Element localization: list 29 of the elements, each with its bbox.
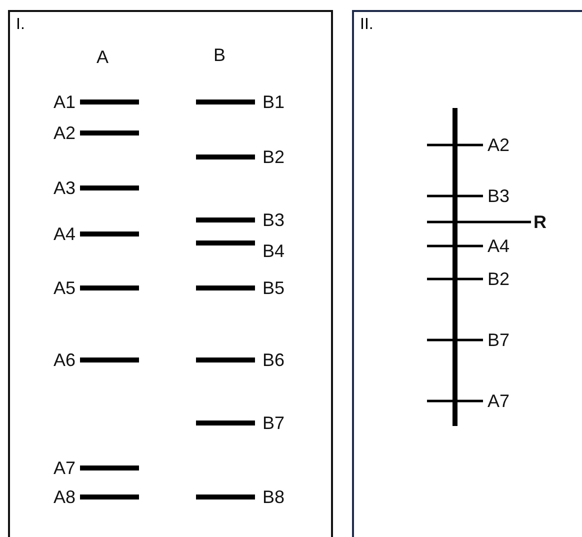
band-label: B4 (262, 240, 285, 260)
band-label: B8 (262, 486, 285, 506)
panel-frame (352, 10, 582, 537)
band-label: B2 (488, 268, 510, 288)
band-label: A1 (54, 92, 76, 112)
band-label: A4 (54, 224, 76, 244)
band-label: B2 (262, 146, 285, 166)
band-label: A8 (54, 486, 76, 506)
band-label: R (534, 212, 546, 232)
band-label: A6 (54, 350, 76, 370)
band-label: B (214, 44, 226, 64)
panel-frame (8, 10, 333, 537)
band-label: B3 (262, 210, 285, 230)
band-label: A5 (54, 278, 76, 298)
band-label: A2 (54, 122, 76, 142)
band-label: A4 (488, 236, 510, 256)
band-label: B7 (262, 412, 285, 432)
band-label: A2 (488, 134, 510, 154)
band-label: A (96, 46, 109, 66)
band-label: B5 (262, 278, 285, 298)
panel-number: II. (360, 16, 374, 34)
band-label: B7 (488, 330, 510, 350)
panel-number: I. (16, 16, 25, 34)
band-label: A7 (54, 458, 76, 478)
band-label: B6 (262, 350, 285, 370)
band-label: A7 (488, 390, 510, 410)
band-label: B1 (262, 92, 285, 112)
band-label: B3 (488, 186, 510, 206)
band-label: A3 (54, 178, 76, 198)
